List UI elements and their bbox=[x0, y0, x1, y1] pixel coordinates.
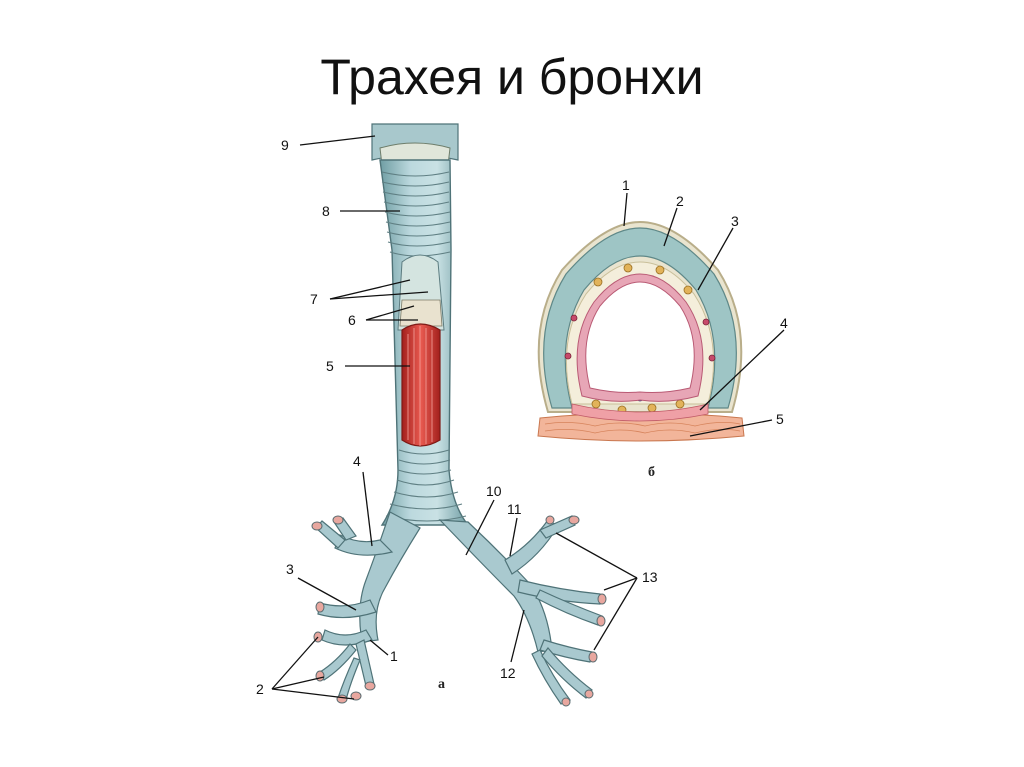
panel-label-b: б bbox=[648, 465, 655, 480]
callout-a-13: 13 bbox=[642, 569, 658, 585]
callout-a-2: 2 bbox=[256, 681, 264, 697]
callout-a-11: 11 bbox=[507, 501, 522, 517]
trachealis-posterior bbox=[571, 403, 709, 422]
callout-b-2: 2 bbox=[676, 193, 684, 209]
right-lower-twig-2 bbox=[531, 649, 571, 705]
panel-label-a: а bbox=[438, 677, 445, 692]
posterior-fibers bbox=[544, 422, 741, 434]
muscle-fibers bbox=[407, 326, 433, 446]
figure-a-leaders bbox=[271, 135, 638, 700]
callout-b-1: 1 bbox=[622, 177, 630, 193]
callout-a-9: 9 bbox=[281, 137, 289, 153]
callout-a-5: 5 bbox=[326, 358, 334, 374]
callout-b-5: 5 bbox=[776, 411, 784, 427]
left-upper-twig-2 bbox=[315, 520, 346, 549]
right-lower-twig-3 bbox=[541, 647, 593, 699]
submucosa-cutaway bbox=[399, 299, 443, 327]
callout-a-6: 6 bbox=[348, 312, 356, 328]
left-upper-branch bbox=[334, 534, 394, 556]
right-upper-twig bbox=[539, 515, 576, 539]
trachea-cross-section bbox=[537, 220, 745, 442]
left-main-bronchus bbox=[359, 511, 421, 643]
callout-a-3: 3 bbox=[286, 561, 294, 577]
callout-a-1: 1 bbox=[390, 648, 398, 664]
figure-b-callouts: 1 2 3 4 5 б bbox=[622, 177, 788, 480]
tracheal-lumen bbox=[585, 281, 695, 393]
callout-a-7: 7 bbox=[310, 291, 318, 307]
callout-a-4: 4 bbox=[353, 453, 361, 469]
callout-a-8: 8 bbox=[322, 203, 330, 219]
callout-a-10: 10 bbox=[486, 483, 502, 499]
callout-b-4: 4 bbox=[780, 315, 788, 331]
figure-b-leaders bbox=[623, 192, 785, 437]
left-mid-branch bbox=[317, 599, 377, 619]
figure-a-callouts: 9 8 7 6 5 4 10 11 3 13 1 2 12 а bbox=[256, 137, 658, 697]
trachealis-muscle bbox=[401, 323, 441, 447]
page-title: Трахея и бронхи bbox=[320, 49, 704, 105]
callout-a-12: 12 bbox=[500, 665, 516, 681]
hyaline-cartilage-ring bbox=[543, 227, 737, 409]
right-bronchiole-tips bbox=[545, 515, 607, 707]
trachea-illustration bbox=[311, 123, 607, 707]
callout-b-3: 3 bbox=[731, 213, 739, 229]
